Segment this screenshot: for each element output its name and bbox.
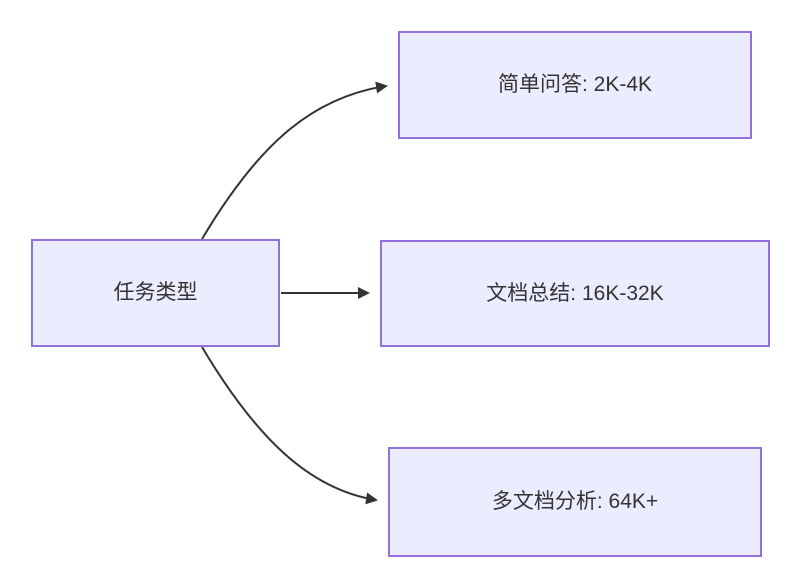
node-multi-doc-analysis-label: 多文档分析: 64K+ [491,490,659,514]
node-doc-summary-label: 文档总结: 16K-32K [486,281,664,305]
edge-center-to-bottom-arrow [201,346,378,505]
node-simple-qa: 简单问答: 2K-4K [398,31,752,139]
edge-center-to-top-arrow [201,81,388,240]
node-doc-summary: 文档总结: 16K-32K [380,240,770,347]
node-simple-qa-label: 简单问答: 2K-4K [497,73,653,97]
node-multi-doc-analysis: 多文档分析: 64K+ [388,447,762,557]
node-task-type-label: 任务类型 [113,281,198,305]
node-task-type: 任务类型 [31,239,280,347]
